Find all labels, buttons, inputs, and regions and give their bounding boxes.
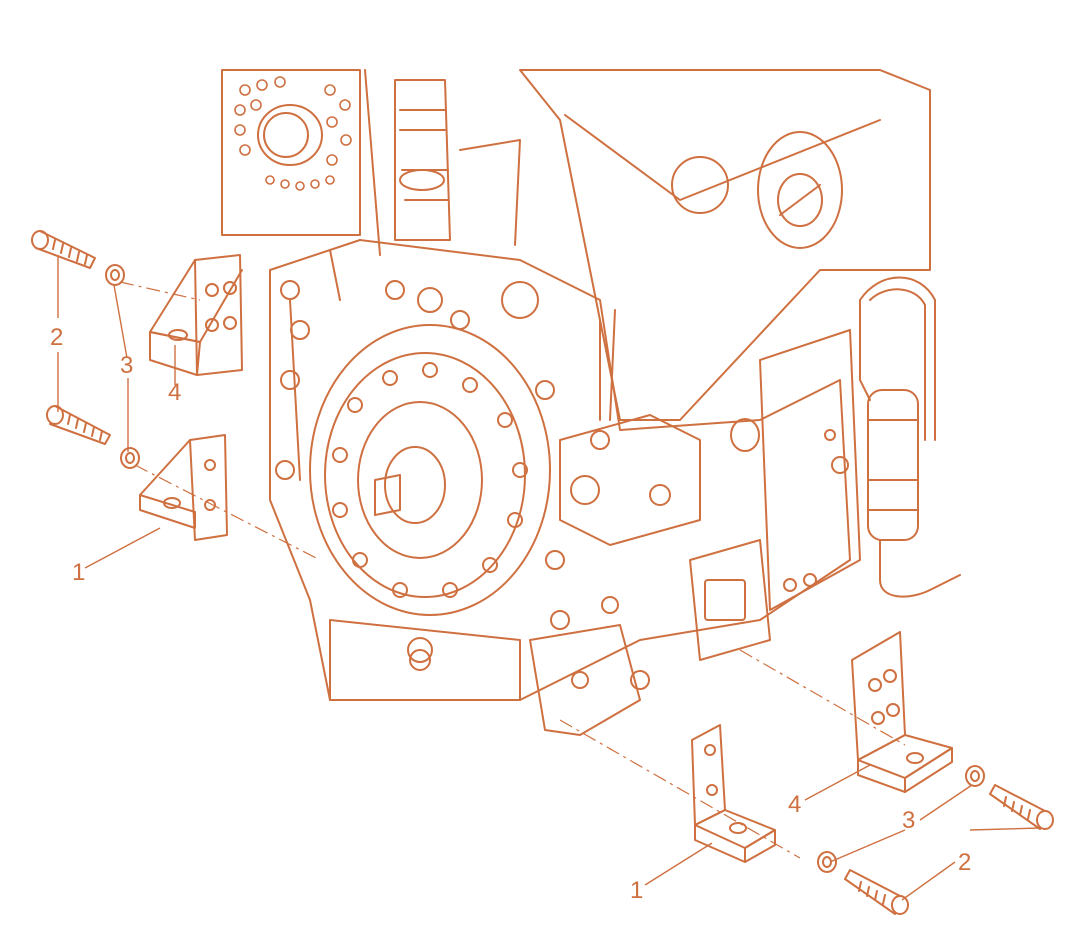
callout-left-3: 3 [120,352,133,379]
engine-assembly [221,69,961,736]
callout-right-1: 1 [630,877,643,904]
crankcase [269,239,851,701]
injector-tower [394,79,451,241]
fuel-filter [867,389,919,541]
cylinder-head-cover [519,69,931,421]
crankshaft-end [384,446,446,524]
cap-screw-upper-right [989,784,1054,830]
shroud-hub [257,104,323,166]
bracket-upper-right [851,631,953,793]
callouts: 2 3 4 1 4 3 2 1 [50,324,971,904]
bracket-lower-left [139,434,228,541]
fan-shroud [221,69,361,236]
cap-screw-lower-left [46,405,111,445]
callout-left-2: 2 [50,324,63,351]
callout-right-4: 4 [788,791,801,818]
left-bracket-group [31,230,243,541]
oil-filler-cap [757,131,843,249]
bracket-upper-left [149,254,243,376]
right-bracket-group [691,631,1054,915]
side-cover [759,329,861,611]
shroud-vent-holes [234,76,352,191]
washer-upper-right [965,765,985,787]
washer-upper-left [105,264,125,286]
cap-screw-upper-left [31,230,96,269]
washer-lower-left [120,447,140,469]
oil-sump [329,619,521,701]
housing-bolts [275,280,619,671]
callout-right-3: 3 [902,807,915,834]
callout-left-1: 1 [72,559,85,586]
leader-lines [57,255,1041,901]
cap-screw-lower-right [844,869,909,915]
injection-pump [559,414,701,546]
fuel-pipe [859,276,936,441]
assembly-centerlines [119,281,906,859]
bracket-lower-right [691,724,776,863]
flywheel-housing [309,324,551,616]
washer-lower-right [817,851,837,873]
callout-left-4: 4 [168,379,181,406]
callout-right-2: 2 [958,849,971,876]
